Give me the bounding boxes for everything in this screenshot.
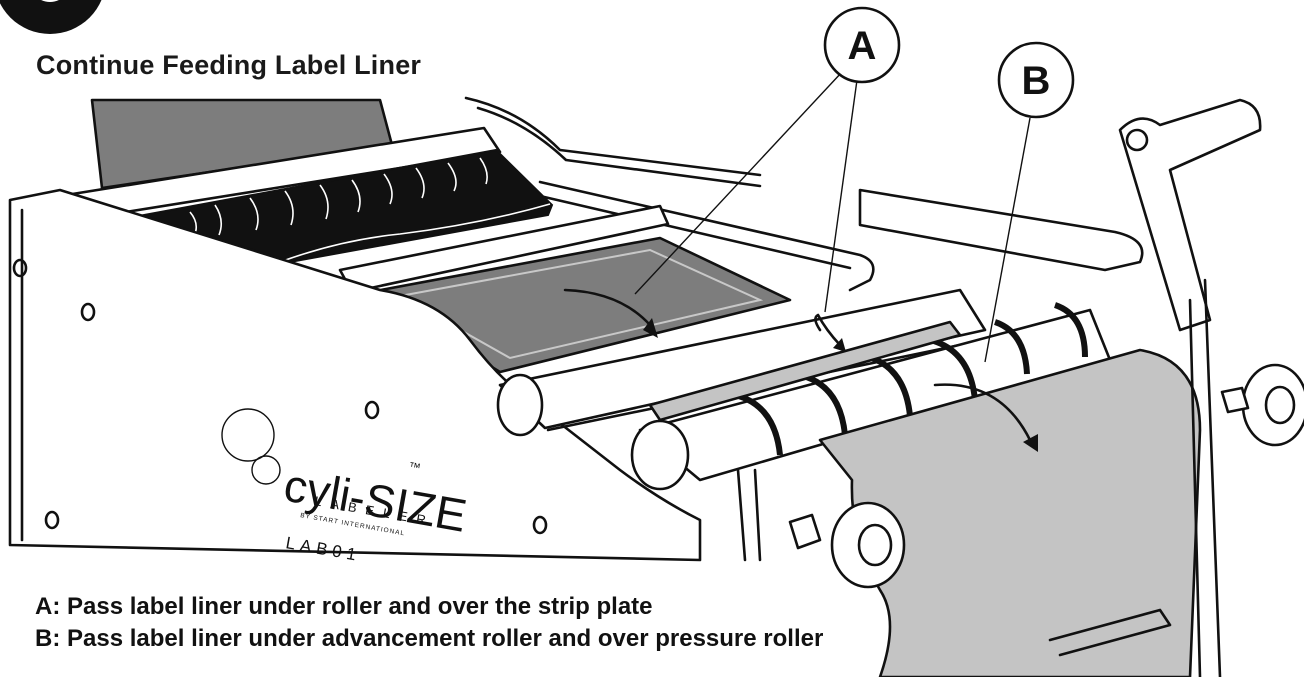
callout-b-letter: B (1022, 59, 1051, 103)
brand-trademark: ™ (407, 459, 421, 475)
callout-leaders (634, 71, 1031, 363)
bottom-knob (736, 468, 1172, 657)
body-screws (12, 258, 548, 535)
instruction-b: B: Pass label liner under advancement ro… (35, 625, 824, 652)
right-knob (1220, 363, 1304, 447)
callout-b: B (997, 41, 1075, 119)
machine-body (8, 188, 702, 562)
step-number-badge (0, 0, 102, 34)
instruction-a: A: Pass label liner under roller and ove… (35, 593, 653, 620)
step-title: Continue Feeding Label Liner (36, 50, 422, 80)
feed-arrows (563, 288, 1038, 452)
crank-handle (858, 98, 1262, 677)
callout-a-letter: A (848, 24, 877, 68)
callout-a: A (823, 6, 901, 84)
front-roller (496, 288, 987, 437)
